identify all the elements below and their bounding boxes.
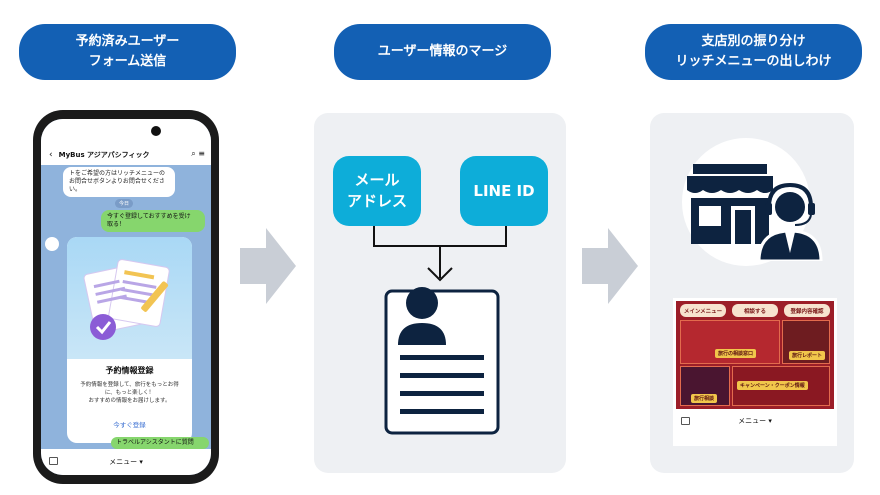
rich-menu-toggle[interactable]: メニュー ▾	[41, 449, 211, 475]
smartphone-mockup: ‹ MyBus アジアパシフィック ⌕ ≡ トをご希望の方はリッチメニューの お…	[33, 110, 219, 484]
date-separator: 今日	[115, 199, 134, 208]
step-2-line-1: ユーザー情報のマージ	[377, 44, 508, 59]
camera-notch	[151, 126, 161, 136]
rich-cell-report[interactable]: 旅行レポート	[782, 320, 830, 364]
rich-cell-campaign[interactable]: キャンペーン・クーポン情報	[732, 366, 830, 406]
email-tag-line-1: メール	[354, 171, 400, 189]
bot-avatar	[45, 237, 59, 251]
operator-headset-icon	[757, 183, 823, 261]
user-message-line-2: 取る！	[107, 221, 126, 228]
keyboard-icon[interactable]	[681, 417, 690, 425]
arrow-right-icon	[240, 228, 296, 304]
line-chat-screen: ‹ MyBus アジアパシフィック ⌕ ≡ トをご希望の方はリッチメニューの お…	[41, 119, 211, 475]
line-id-tag: LINE ID	[460, 156, 548, 226]
search-menu-icons[interactable]: ⌕ ≡	[191, 149, 205, 158]
card-description-line-2: に、もっと楽しく！	[104, 390, 155, 396]
bot-message: トをご希望の方はリッチメニューの お問合せボタンよりお問合せくださ い。	[63, 167, 175, 197]
rich-cell-consult-desk[interactable]: 旅行の相談窓口	[680, 320, 780, 364]
back-icon[interactable]: ‹	[49, 150, 53, 160]
rich-cell-consult-desk-label: 旅行の相談窓口	[715, 349, 757, 358]
merge-connector	[373, 226, 507, 282]
rich-menu-toggle-label[interactable]: メニュー ▾	[738, 417, 772, 425]
step-3-line-1: 支店別の振り分け	[701, 34, 806, 49]
store-icon	[687, 164, 773, 244]
bot-message-line-1: トをご希望の方はリッチメニューの	[69, 170, 166, 177]
card-title: 予約情報登録	[105, 366, 154, 375]
step-2-label: ユーザー情報のマージ	[334, 24, 551, 80]
email-tag-line-2: アドレス	[346, 192, 407, 210]
register-now-link[interactable]: 今すぐ登録	[113, 421, 146, 429]
step-1-line-2: フォーム送信	[88, 54, 167, 69]
card-illustration	[67, 237, 192, 359]
rich-cell-travel-consult-label: 旅行相談	[691, 394, 718, 403]
rich-menu-preview: メインメニュー 相談する 登録内容確認 旅行の相談窓口 旅行レポート 旅行相談 …	[673, 298, 837, 446]
registration-card[interactable]: 予約情報登録 予約情報を登録して、旅行をもっとお得 に、もっと楽しく！ おすすめ…	[67, 237, 192, 443]
user-profile-icon	[384, 287, 500, 435]
documents-pencil-illustration	[83, 259, 170, 340]
card-description-line-1: 予約情報を登録して、旅行をもっとお得	[80, 382, 179, 388]
arrow-right-icon	[582, 228, 638, 304]
card-description-line-3: おすすめの情報をお届けします。	[88, 398, 171, 404]
status-bar	[41, 119, 211, 145]
card-description: 予約情報を登録して、旅行をもっとお得 に、もっと楽しく！ おすすめの情報をお届け…	[73, 381, 186, 405]
rich-cell-report-label: 旅行レポート	[789, 351, 826, 360]
email-address-tag: メール アドレス	[333, 156, 421, 226]
rich-tab-registration[interactable]: 登録内容確認	[784, 304, 830, 317]
rich-tab-consult[interactable]: 相談する	[732, 304, 778, 317]
step-3-label: 支店別の振り分け リッチメニューの出しわけ	[645, 24, 862, 80]
rich-cell-travel-consult[interactable]: 旅行相談	[680, 366, 730, 406]
keyboard-icon[interactable]	[49, 457, 58, 465]
rich-cell-campaign-label: キャンペーン・クーポン情報	[737, 381, 808, 390]
bot-message-line-3: い。	[69, 186, 82, 193]
chat-title: MyBus アジアパシフィック	[58, 151, 150, 159]
step-1-label: 予約済みユーザー フォーム送信	[19, 24, 236, 80]
bot-message-line-2: お問合せボタンよりお問合せくださ	[69, 178, 165, 185]
user-message: 今すぐ登録しておすすめを受け 取る！	[101, 210, 205, 232]
step-3-line-2: リッチメニューの出しわけ	[675, 54, 832, 69]
menu-toggle-label: メニュー ▾	[109, 458, 143, 466]
chat-header: ‹ MyBus アジアパシフィック ⌕ ≡	[41, 145, 211, 165]
step-1-line-1: 予約済みユーザー	[75, 34, 180, 49]
rich-menu-image: メインメニュー 相談する 登録内容確認 旅行の相談窓口 旅行レポート 旅行相談 …	[676, 301, 834, 409]
user-message-line-1: 今すぐ登録しておすすめを受け	[107, 213, 191, 220]
rich-tab-main[interactable]: メインメニュー	[680, 304, 726, 317]
user-message-2: トラベルアシスタントに質問	[111, 437, 209, 449]
